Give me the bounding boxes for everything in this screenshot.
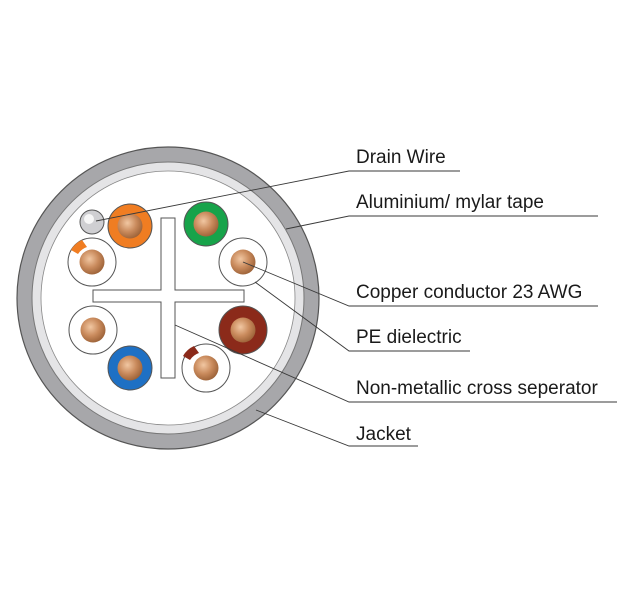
leader-drain-wire xyxy=(95,170,460,222)
pair-brown-white xyxy=(181,343,231,393)
pair-green-solid xyxy=(183,201,229,247)
leader-separator xyxy=(174,324,617,403)
pair-orange-white xyxy=(67,237,117,287)
cross-separator xyxy=(92,217,245,379)
leader-foil-tape xyxy=(285,215,598,230)
label-separator: Non-metallic cross seperator xyxy=(356,378,598,399)
label-foil-tape: Aluminium/ mylar tape xyxy=(356,192,544,213)
pair-blue-white xyxy=(68,305,118,355)
label-dielectric: PE dielectric xyxy=(356,327,462,348)
drain-wire xyxy=(79,209,105,235)
leader-lines xyxy=(95,170,617,447)
pair-brown-solid xyxy=(218,305,268,355)
leader-dielectric xyxy=(254,281,470,352)
pair-blue-solid xyxy=(107,345,153,391)
label-jacket: Jacket xyxy=(356,424,412,445)
leader-conductor xyxy=(242,261,598,307)
leader-jacket xyxy=(255,409,418,447)
label-conductor: Copper conductor 23 AWG xyxy=(356,282,582,303)
pair-orange-solid xyxy=(107,203,153,249)
label-drain-wire: Drain Wire xyxy=(356,147,446,168)
